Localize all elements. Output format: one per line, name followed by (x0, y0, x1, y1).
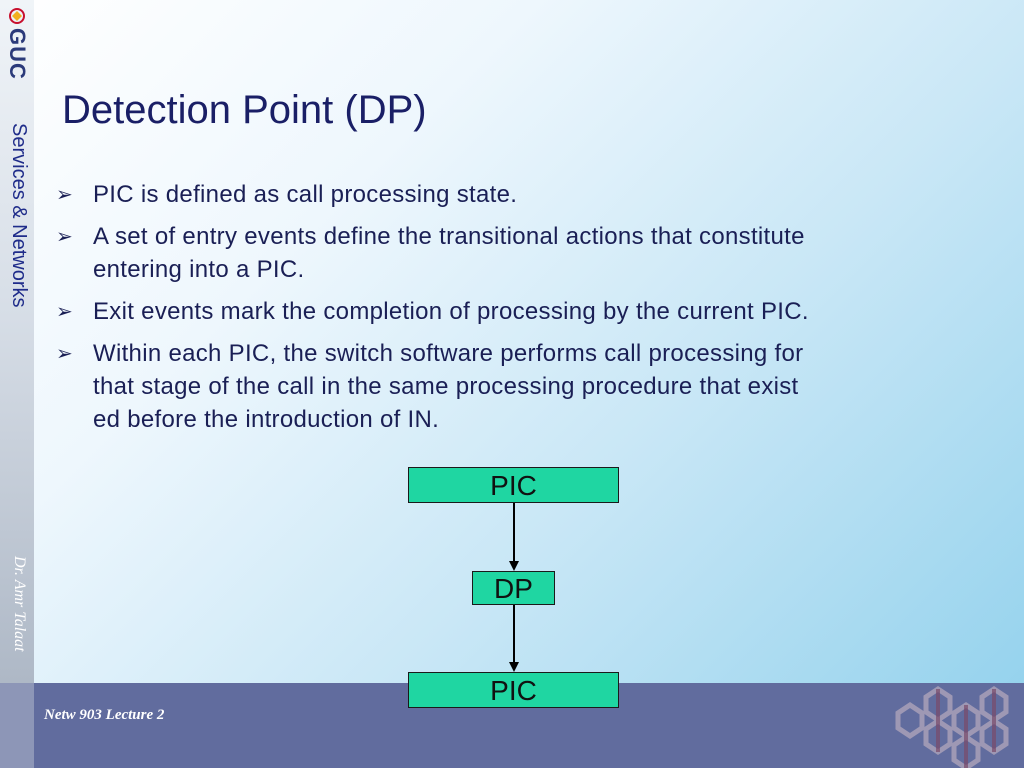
left-sidebar-strip: GUC Services & Networks Dr. Amr Talaat (0, 0, 34, 683)
bullet-line: ed before the introduction of IN. (93, 406, 440, 433)
bullet-line: entering into a PIC. (93, 256, 305, 283)
arrow-bullet-icon: ➢ (56, 184, 74, 206)
arrow-bullet-icon: ➢ (56, 226, 74, 248)
diagram-node-pic-top: PIC (408, 467, 619, 503)
logo-text: GUC (5, 28, 30, 80)
bullet-item: ➢ Within each PIC, the switch software p… (52, 337, 982, 436)
footer-lecture-label: Netw 903 Lecture 2 (44, 707, 165, 723)
bullet-list: ➢ PIC is defined as call processing stat… (52, 178, 982, 445)
guc-logo: GUC (0, 0, 34, 95)
footer-band: Netw 903 Lecture 2 (0, 683, 1024, 768)
bullet-line: A set of entry events define the transit… (93, 223, 805, 250)
course-title: Services & Networks (8, 123, 30, 308)
author-name: Dr. Amr Talaat (11, 556, 28, 652)
bullet-line: PIC is defined as call processing state. (93, 181, 518, 208)
footer-corner (0, 683, 34, 768)
bullet-item: ➢ Exit events mark the completion of pro… (52, 295, 982, 328)
bullet-line: Within each PIC, the switch software per… (93, 340, 804, 367)
diagram-node-dp: DP (472, 571, 555, 605)
arrow-bullet-icon: ➢ (56, 301, 74, 323)
hexagon-decoration-icon (895, 685, 1009, 768)
bullet-line: that stage of the call in the same proce… (93, 373, 799, 400)
arrow-bullet-icon: ➢ (56, 343, 74, 365)
bullet-item: ➢ A set of entry events define the trans… (52, 220, 982, 286)
bullet-item: ➢ PIC is defined as call processing stat… (52, 178, 982, 211)
bullet-line: Exit events mark the completion of proce… (93, 298, 809, 325)
slide-title: Detection Point (DP) (62, 88, 427, 132)
logo-emblem-icon (9, 8, 25, 24)
